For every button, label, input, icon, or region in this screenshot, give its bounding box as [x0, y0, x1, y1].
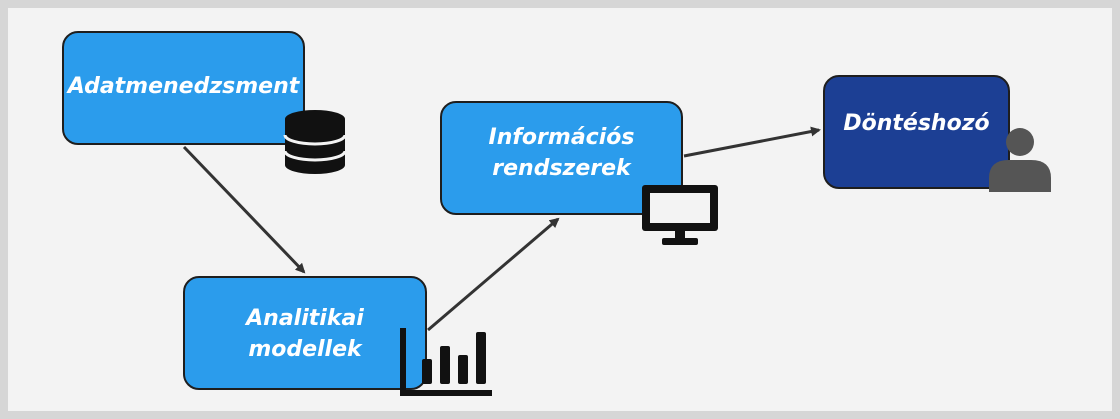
- user-icon: [989, 128, 1051, 192]
- node-label-analitikai-modellek: Analitikai modellek: [246, 306, 364, 362]
- node-label-informacios-rendszerek: Információs rendszerek: [488, 125, 635, 181]
- node-analitikai-modellek: Analitikai modellek: [183, 276, 427, 390]
- database-icon: [283, 110, 347, 174]
- monitor-icon: [642, 185, 718, 245]
- arrow-analitikai-to-informacios: [427, 217, 560, 332]
- node-donteshozo: Döntéshozó: [823, 75, 1010, 189]
- node-label-adatmenedzsment: Adatmenedzsment: [67, 73, 300, 99]
- arrow-informacios-to-donteshozo: [683, 126, 821, 158]
- node-label-donteshozo: Döntéshozó: [843, 110, 990, 136]
- arrow-adatmenedzsment-to-analitikai: [182, 145, 306, 274]
- bar-chart-icon: [400, 328, 492, 396]
- node-adatmenedzsment: Adatmenedzsment: [62, 31, 305, 145]
